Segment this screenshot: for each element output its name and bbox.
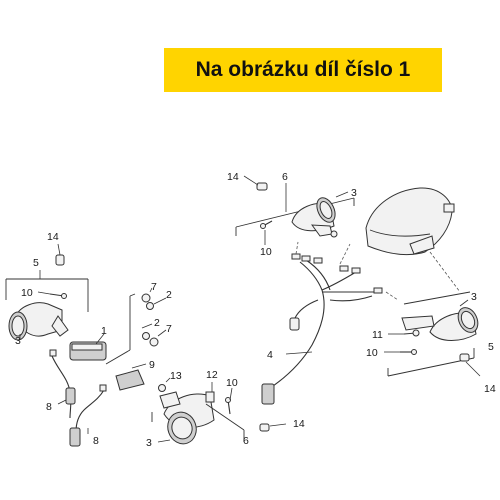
callout-2: 2 bbox=[154, 317, 160, 329]
callout-5: 5 bbox=[488, 341, 494, 353]
indicator-lamp-lower-right bbox=[401, 299, 479, 341]
indicator-lamp-lower-center bbox=[157, 391, 215, 445]
screw-10-lower-center bbox=[225, 387, 233, 415]
bracket-upper-right bbox=[235, 183, 355, 236]
callout-8: 8 bbox=[46, 401, 52, 413]
callout-14: 14 bbox=[484, 383, 496, 395]
bulb-14-lower-center bbox=[259, 423, 287, 432]
callout-4: 4 bbox=[267, 349, 273, 361]
screw-12 bbox=[205, 382, 215, 403]
nut-7-lower bbox=[149, 329, 167, 347]
screw-10-lower-right bbox=[384, 349, 417, 355]
wire-8-left bbox=[49, 349, 76, 419]
callout-8: 8 bbox=[93, 435, 99, 447]
screw-2-lower bbox=[141, 323, 153, 340]
callout-14: 14 bbox=[293, 418, 305, 430]
nut-7-upper bbox=[141, 287, 153, 303]
screw-10-left bbox=[37, 291, 67, 299]
screw-13 bbox=[158, 377, 171, 392]
callout-3: 3 bbox=[351, 187, 357, 199]
callout-3: 3 bbox=[471, 291, 477, 303]
callout-labels: 14 6 3 10 14 5 10 3 1 7 2 2 7 9 8 8 13 1… bbox=[15, 171, 496, 449]
callout-11: 11 bbox=[372, 329, 383, 341]
callout-6: 6 bbox=[243, 435, 249, 447]
bracket-left bbox=[5, 270, 89, 312]
screw-10-upper bbox=[260, 220, 273, 245]
bulb-14-left bbox=[55, 243, 65, 266]
banner-text: Na obrázku díl číslo 1 bbox=[195, 58, 411, 81]
callout-13: 13 bbox=[170, 370, 182, 382]
callout-6: 6 bbox=[282, 171, 288, 183]
relay-part-9 bbox=[115, 363, 147, 391]
callout-14: 14 bbox=[227, 171, 239, 183]
screw-11 bbox=[388, 329, 420, 337]
callout-10: 10 bbox=[366, 347, 378, 359]
callout-10: 10 bbox=[260, 246, 272, 258]
flasher-unit-part-1 bbox=[69, 333, 107, 361]
callout-9: 9 bbox=[149, 359, 155, 371]
wiring-harness bbox=[261, 253, 383, 405]
callout-10: 10 bbox=[21, 287, 33, 299]
callout-14: 14 bbox=[47, 231, 59, 243]
callout-10: 10 bbox=[226, 377, 238, 389]
callout-3: 3 bbox=[146, 437, 152, 449]
callout-3: 3 bbox=[15, 335, 21, 347]
callout-5: 5 bbox=[33, 257, 39, 269]
guide-lines bbox=[295, 241, 461, 301]
indicator-lamp-left bbox=[8, 302, 69, 341]
bracket-lower-center bbox=[151, 403, 245, 442]
wire-8-right bbox=[69, 384, 107, 447]
bulb-14-lower-right bbox=[459, 353, 481, 377]
callout-1: 1 bbox=[101, 325, 107, 337]
callout-7: 7 bbox=[151, 281, 157, 293]
bulb-14-top bbox=[243, 175, 268, 191]
front-cowl bbox=[365, 187, 455, 256]
callout-7: 7 bbox=[166, 323, 172, 335]
callout-12: 12 bbox=[206, 369, 218, 381]
bracket-lower-right bbox=[387, 291, 475, 377]
bracket-center-left bbox=[105, 293, 136, 365]
screw-2-upper bbox=[146, 297, 167, 310]
part-number-banner: Na obrázku díl číslo 1 bbox=[164, 48, 442, 92]
indicator-lamp-upper bbox=[291, 191, 349, 238]
callout-2: 2 bbox=[166, 289, 172, 301]
